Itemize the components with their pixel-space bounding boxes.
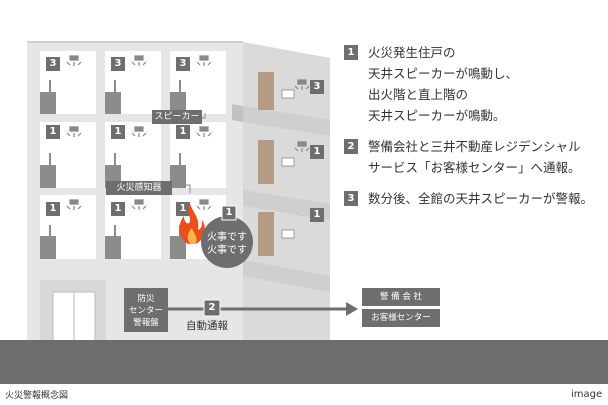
- alarm-bubble: [201, 216, 253, 268]
- security-company-label: 警 備 会 社: [379, 292, 423, 302]
- step-2-line: サービス「お客様センター」へ通報。: [368, 160, 581, 175]
- balcony-badge-number: 1: [313, 209, 321, 220]
- customer-center-box: [362, 309, 440, 327]
- room-badge-number: 1: [49, 126, 57, 137]
- image-note: image: [571, 389, 603, 400]
- ground: [0, 340, 608, 384]
- balcony-doors: [258, 72, 295, 256]
- balcony-badge-number: 1: [313, 146, 321, 157]
- room-badge-number: 3: [179, 58, 187, 69]
- auto-report-label: 自動通報: [186, 320, 228, 332]
- room-badge-number: 1: [114, 203, 122, 214]
- security-company-box: [362, 288, 440, 306]
- step-1-line: 火災発生住戸の: [368, 45, 456, 60]
- prevention-center-line3: 警報盤: [133, 318, 159, 328]
- customer-center-label: お客様センター: [371, 313, 431, 323]
- detector-label: 火災感知器: [106, 181, 172, 195]
- prevention-center-box: [124, 288, 168, 332]
- room-badge-number: 1: [49, 203, 57, 214]
- room-badge-number: 1: [179, 126, 187, 137]
- room-badge-number: 1: [114, 126, 122, 137]
- prevention-center-line2: センター: [128, 306, 163, 316]
- step-1-line: 天井スピーカーが鳴動。: [368, 108, 506, 123]
- step-1-line: 天井スピーカーが鳴動し、: [368, 66, 519, 81]
- floor-2-rooms: [40, 122, 226, 188]
- step-2-number: 2: [344, 139, 358, 154]
- report-badge-number: 2: [208, 302, 216, 313]
- step-1-number: 1: [344, 45, 358, 60]
- alarm-badge: [221, 205, 237, 221]
- room-badge-number: 3: [49, 58, 57, 69]
- step-3: 3 数分後、全館の天井スピーカーが警報。: [344, 188, 593, 209]
- room-badge-number: 1: [179, 203, 187, 214]
- step-1: 1 火災発生住戸の 天井スピーカーが鳴動し、 出火階と直上階の 天井スピーカーが…: [344, 42, 518, 126]
- prevention-center-line1: 防災: [137, 294, 155, 304]
- step-2: 2 警備会社と三井不動産レジデンシャル サービス「お客様センター」へ通報。: [344, 136, 581, 178]
- step-3-number: 3: [344, 191, 358, 206]
- room-badges: [46, 57, 190, 216]
- step-2-line: 警備会社と三井不動産レジデンシャル: [368, 139, 581, 154]
- balconies: [232, 104, 330, 292]
- room-badge-number: 3: [114, 58, 122, 69]
- balcony-badges: [310, 80, 324, 222]
- floor-3-rooms: [40, 51, 226, 114]
- step-1-line: 出火階と直上階の: [368, 87, 469, 102]
- report-badge: [203, 299, 221, 317]
- step-3-line: 数分後、全館の天井スピーカーが警報。: [368, 191, 594, 206]
- balcony-badge-number: 3: [313, 81, 321, 92]
- alarm-text-line2: 火事です: [207, 245, 247, 256]
- speaker-label: スピーカー: [152, 110, 202, 124]
- diagram-caption: 火災警報概念図: [5, 391, 69, 401]
- alarm-text-line1: 火事です: [207, 232, 247, 243]
- fire-icon: [179, 204, 205, 244]
- report-arrow-head: [346, 302, 358, 316]
- detector-leader: [173, 184, 191, 193]
- alarm-badge-number: 1: [225, 207, 233, 218]
